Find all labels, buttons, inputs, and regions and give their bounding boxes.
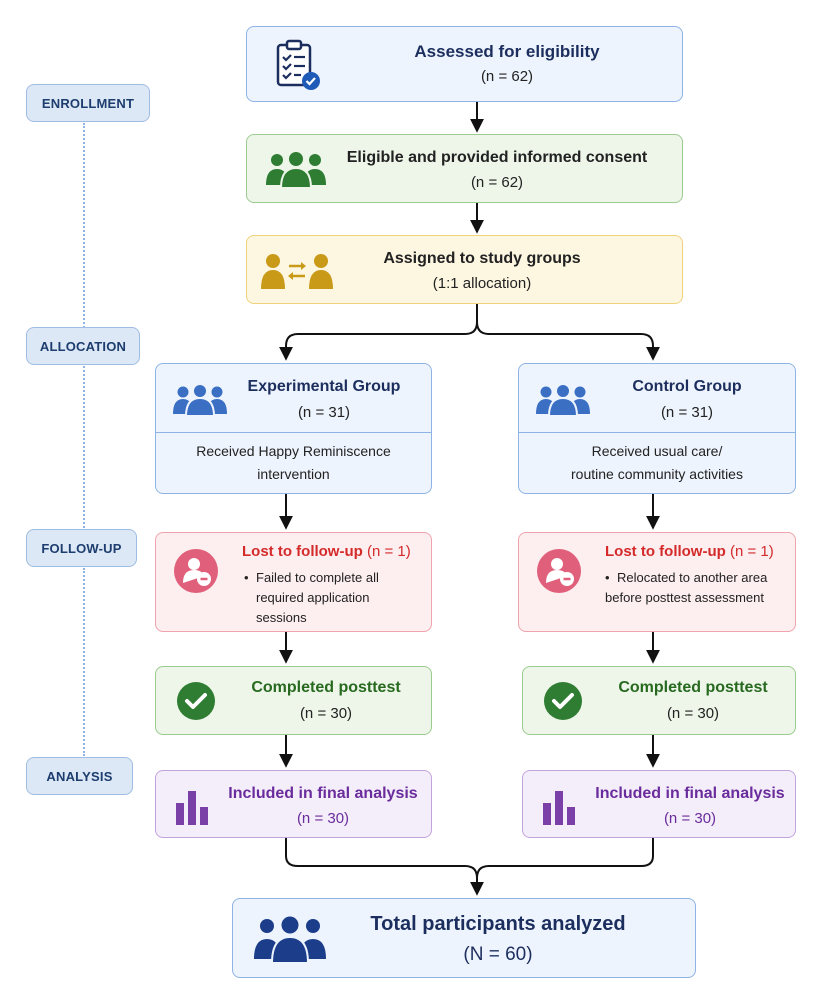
total-box: Total participants analyzed (N = 60) <box>232 898 696 978</box>
assigned-title: Assigned to study groups <box>383 250 581 267</box>
experimental-desc-line2: intervention <box>257 466 330 482</box>
bar-chart-icon <box>174 787 210 830</box>
assigned-allocation: (1:1 allocation) <box>432 275 532 292</box>
assigned-box: Assigned to study groups (1:1 allocation… <box>246 235 683 304</box>
experimental-count: (n = 31) <box>297 404 351 421</box>
stage-dotted-line <box>83 366 85 528</box>
clipboard-check-icon <box>275 39 321 96</box>
stage-followup: FOLLOW-UP <box>26 529 137 567</box>
arrow-exp-to-total <box>285 838 484 896</box>
control-desc-line1: Received usual care/ <box>591 443 723 459</box>
lost-title: Lost to follow-up <box>242 543 363 560</box>
exchange-people-icon <box>261 249 333 296</box>
reason-line: Relocated to another area <box>617 570 768 585</box>
check-circle-icon <box>176 681 216 726</box>
completed-title: Completed posttest <box>618 679 768 696</box>
arrow-to-control <box>476 321 660 361</box>
group-icon <box>265 149 327 194</box>
control-group-box: Control Group (n = 31) Received usual ca… <box>518 363 796 494</box>
control-lost-box: Lost to follow-up (n = 1) •Relocated to … <box>518 532 796 632</box>
control-lost-heading: Lost to follow-up (n = 1) <box>605 543 774 560</box>
experimental-completed-box: Completed posttest (n = 30) <box>155 666 432 735</box>
analysis-count: (n = 30) <box>296 810 350 827</box>
stage-dotted-line <box>83 568 85 756</box>
eligible-title: Eligible and provided informed consent <box>346 149 648 166</box>
control-title: Control Group <box>632 378 742 395</box>
completed-title: Completed posttest <box>251 679 401 696</box>
reason-line: before posttest assessment <box>605 590 764 605</box>
total-count: (N = 60) <box>463 944 533 965</box>
completed-count: (n = 30) <box>666 705 720 722</box>
assessed-title: Assessed for eligibility <box>414 42 600 61</box>
box-divider <box>156 432 431 433</box>
check-circle-icon <box>543 681 583 726</box>
box-divider <box>519 432 795 433</box>
control-desc-line2: routine community activities <box>571 466 743 482</box>
analysis-title: Included in final analysis <box>228 785 418 802</box>
control-analysis-box: Included in final analysis (n = 30) <box>522 770 796 838</box>
stage-enrollment: ENROLLMENT <box>26 84 150 122</box>
assessed-box: Assessed for eligibility (n = 62) <box>246 26 683 102</box>
eligible-box: Eligible and provided informed consent (… <box>246 134 683 203</box>
group-icon <box>253 913 327 968</box>
lost-count: (n = 1) <box>366 543 411 560</box>
experimental-desc-line1: Received Happy Reminiscence <box>196 443 391 459</box>
control-lost-reason: •Relocated to another area before postte… <box>605 568 795 608</box>
experimental-lost-reason: •Failed to complete all required applica… <box>244 568 424 628</box>
experimental-analysis-box: Included in final analysis (n = 30) <box>155 770 432 838</box>
user-remove-icon <box>536 548 582 599</box>
assessed-count: (n = 62) <box>480 68 534 85</box>
stage-analysis: ANALYSIS <box>26 757 133 795</box>
user-remove-icon <box>173 548 219 599</box>
lost-count: (n = 1) <box>729 543 774 560</box>
analysis-count: (n = 30) <box>663 810 717 827</box>
experimental-group-box: Experimental Group (n = 31) Received Hap… <box>155 363 432 494</box>
reason-line: sessions <box>256 610 307 625</box>
arrow-to-experimental <box>279 304 478 361</box>
lost-title: Lost to follow-up <box>605 543 726 560</box>
experimental-title: Experimental Group <box>247 378 401 395</box>
stage-allocation: ALLOCATION <box>26 327 140 365</box>
experimental-lost-box: Lost to follow-up (n = 1) •Failed to com… <box>155 532 432 632</box>
completed-count: (n = 30) <box>299 705 353 722</box>
control-completed-box: Completed posttest (n = 30) <box>522 666 796 735</box>
group-icon <box>535 382 591 421</box>
arrow-ctrl-to-total <box>476 838 654 879</box>
experimental-lost-heading: Lost to follow-up (n = 1) <box>242 543 411 560</box>
group-icon <box>172 382 228 421</box>
reason-line: required application <box>256 590 370 605</box>
bar-chart-icon <box>541 787 577 830</box>
total-title: Total participants analyzed <box>370 913 626 935</box>
stage-dotted-line <box>83 123 85 331</box>
analysis-title: Included in final analysis <box>595 785 785 802</box>
reason-line: Failed to complete all <box>256 570 379 585</box>
eligible-count: (n = 62) <box>470 174 524 191</box>
control-count: (n = 31) <box>660 404 714 421</box>
